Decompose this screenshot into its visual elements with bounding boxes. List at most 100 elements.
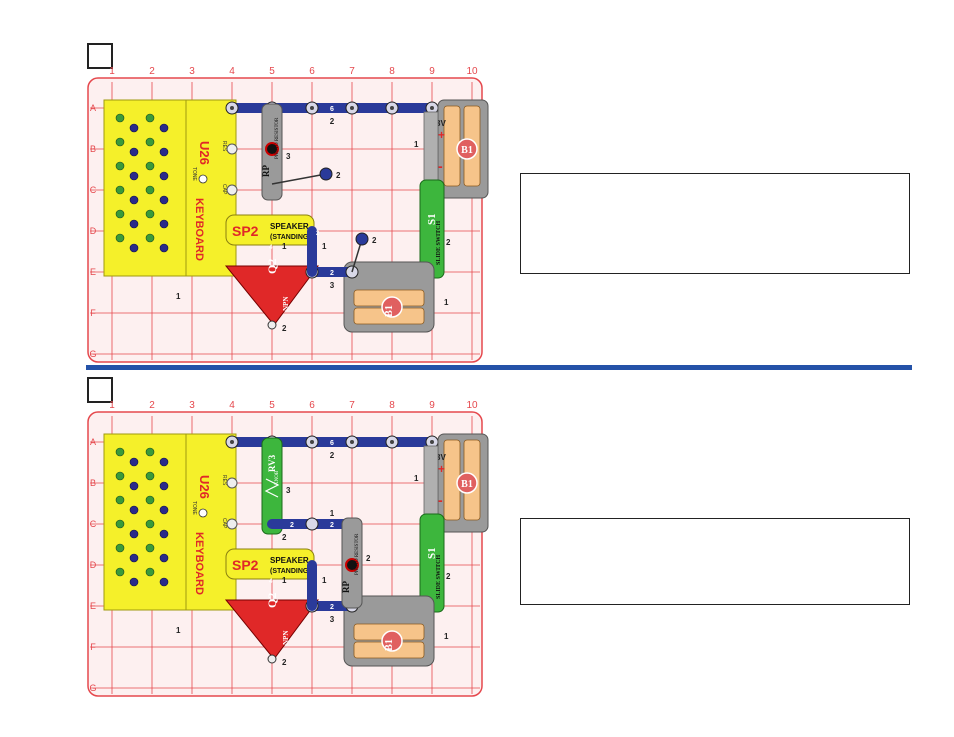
transistor-id: Q2 bbox=[265, 259, 279, 274]
keyboard-key-green bbox=[145, 161, 155, 171]
row-label: C bbox=[90, 185, 97, 195]
row-label: B bbox=[90, 478, 96, 488]
keyboard-key-green bbox=[145, 233, 155, 243]
section-divider bbox=[86, 365, 912, 370]
resistor-zigzag-icon bbox=[264, 478, 280, 498]
battery-cell bbox=[463, 439, 481, 521]
label-1: 1 bbox=[322, 576, 327, 585]
column-label: 8 bbox=[389, 400, 395, 411]
keyboard-key-blue bbox=[129, 219, 139, 229]
row-label: E bbox=[90, 601, 96, 611]
label-1: 1 bbox=[322, 242, 327, 251]
speaker-body bbox=[225, 214, 315, 246]
keyboard-key-blue bbox=[129, 123, 139, 133]
wire-e-label: 2 bbox=[330, 270, 334, 277]
keyboard-label: KEYBOARD bbox=[193, 198, 205, 261]
battery-cell bbox=[353, 641, 425, 659]
snap-node-center bbox=[350, 440, 354, 444]
keyboard-key-blue bbox=[159, 505, 169, 515]
column-label: 3 bbox=[189, 66, 195, 77]
wire-vertical-6 bbox=[307, 560, 317, 611]
keyboard-key-green bbox=[115, 471, 125, 481]
label-3: 3 bbox=[286, 152, 291, 161]
snap-node-center bbox=[270, 440, 274, 444]
label-2: 2 bbox=[316, 231, 320, 237]
keyboard-side bbox=[185, 99, 237, 277]
row-label: G bbox=[89, 683, 96, 693]
keyboard-cap: CAP bbox=[221, 518, 227, 529]
snap-node-center bbox=[270, 106, 274, 110]
step-checkbox-1 bbox=[87, 43, 113, 69]
snap-node bbox=[305, 435, 319, 449]
keyboard-key-blue bbox=[129, 481, 139, 491]
potentiometer bbox=[261, 437, 283, 535]
battery-cell bbox=[353, 289, 425, 307]
label-3: 3 bbox=[330, 615, 335, 624]
wire-c-label: 2 bbox=[290, 522, 294, 529]
battery-cell bbox=[353, 623, 425, 641]
label-4: 4 bbox=[269, 245, 273, 251]
snap-node bbox=[226, 184, 238, 196]
keyboard-key-blue bbox=[129, 457, 139, 467]
battery-badge bbox=[456, 138, 478, 160]
wire-c-label: 2 bbox=[330, 522, 334, 529]
speaker-sub: (STANDING) bbox=[270, 234, 311, 241]
speaker-body bbox=[225, 548, 315, 580]
keyboard-key-green bbox=[145, 209, 155, 219]
keyboard-key-green bbox=[145, 471, 155, 481]
label-2: 2 bbox=[446, 572, 451, 581]
snap-node bbox=[345, 517, 359, 531]
label-2: 2 bbox=[446, 238, 451, 247]
keyboard-key-blue bbox=[129, 171, 139, 181]
keyboard-key-green bbox=[115, 495, 125, 505]
battery-cell bbox=[463, 105, 481, 187]
keyboard-cap: CAP bbox=[221, 184, 227, 195]
photo-label: PHOTO RESISTOR bbox=[355, 533, 360, 575]
keyboard-res: RES bbox=[221, 141, 227, 152]
row-label: F bbox=[90, 642, 96, 652]
battery-badge bbox=[456, 472, 478, 494]
label-3: 3 bbox=[286, 486, 291, 495]
column-label: 10 bbox=[466, 66, 478, 77]
snap-node bbox=[267, 320, 277, 330]
snap-node-center bbox=[430, 106, 434, 110]
photo-resistor bbox=[341, 517, 363, 609]
battery-holder-top bbox=[437, 433, 489, 533]
keyboard-key-blue bbox=[129, 553, 139, 563]
snap-node bbox=[305, 101, 319, 115]
label-1: 1 bbox=[414, 140, 419, 149]
label-2: 2 bbox=[330, 451, 335, 460]
slide-switch bbox=[419, 513, 445, 613]
keyboard-key-green bbox=[145, 137, 155, 147]
battery-holder-bottom bbox=[343, 595, 435, 667]
label-1: 1 bbox=[176, 292, 181, 301]
keyboard-tone: TONE bbox=[191, 501, 197, 515]
keyboard-key-green bbox=[115, 447, 125, 457]
keyboard-key-green bbox=[145, 185, 155, 195]
wire-top-label: 6 bbox=[330, 106, 334, 113]
keyboard-key-green bbox=[145, 113, 155, 123]
keyboard-key-blue bbox=[129, 505, 139, 515]
snap-node bbox=[226, 518, 238, 530]
lead-wire bbox=[271, 173, 327, 185]
keyboard-body bbox=[103, 99, 187, 277]
column-label: 10 bbox=[466, 400, 478, 411]
battery-lead bbox=[423, 445, 439, 537]
snap-node bbox=[305, 517, 319, 531]
snap-node bbox=[425, 101, 439, 115]
speaker-id: SP2 bbox=[232, 223, 259, 239]
tone-knob-icon bbox=[198, 508, 208, 518]
keyboard-label: KEYBOARD bbox=[193, 532, 205, 595]
battery-holder-top bbox=[437, 99, 489, 199]
column-label: 3 bbox=[189, 400, 195, 411]
label-1: 1 bbox=[282, 242, 287, 251]
pot-label: KNOB bbox=[275, 470, 280, 485]
battery-cell bbox=[353, 307, 425, 325]
board-outline bbox=[87, 411, 483, 697]
row-label: B bbox=[90, 144, 96, 154]
keyboard-id: U26 bbox=[197, 141, 212, 165]
battery-holder-bottom bbox=[343, 261, 435, 333]
battery-badge bbox=[381, 296, 403, 318]
label-2: 2 bbox=[282, 324, 287, 333]
photo-label: PHOTO RESISTOR bbox=[275, 117, 280, 159]
